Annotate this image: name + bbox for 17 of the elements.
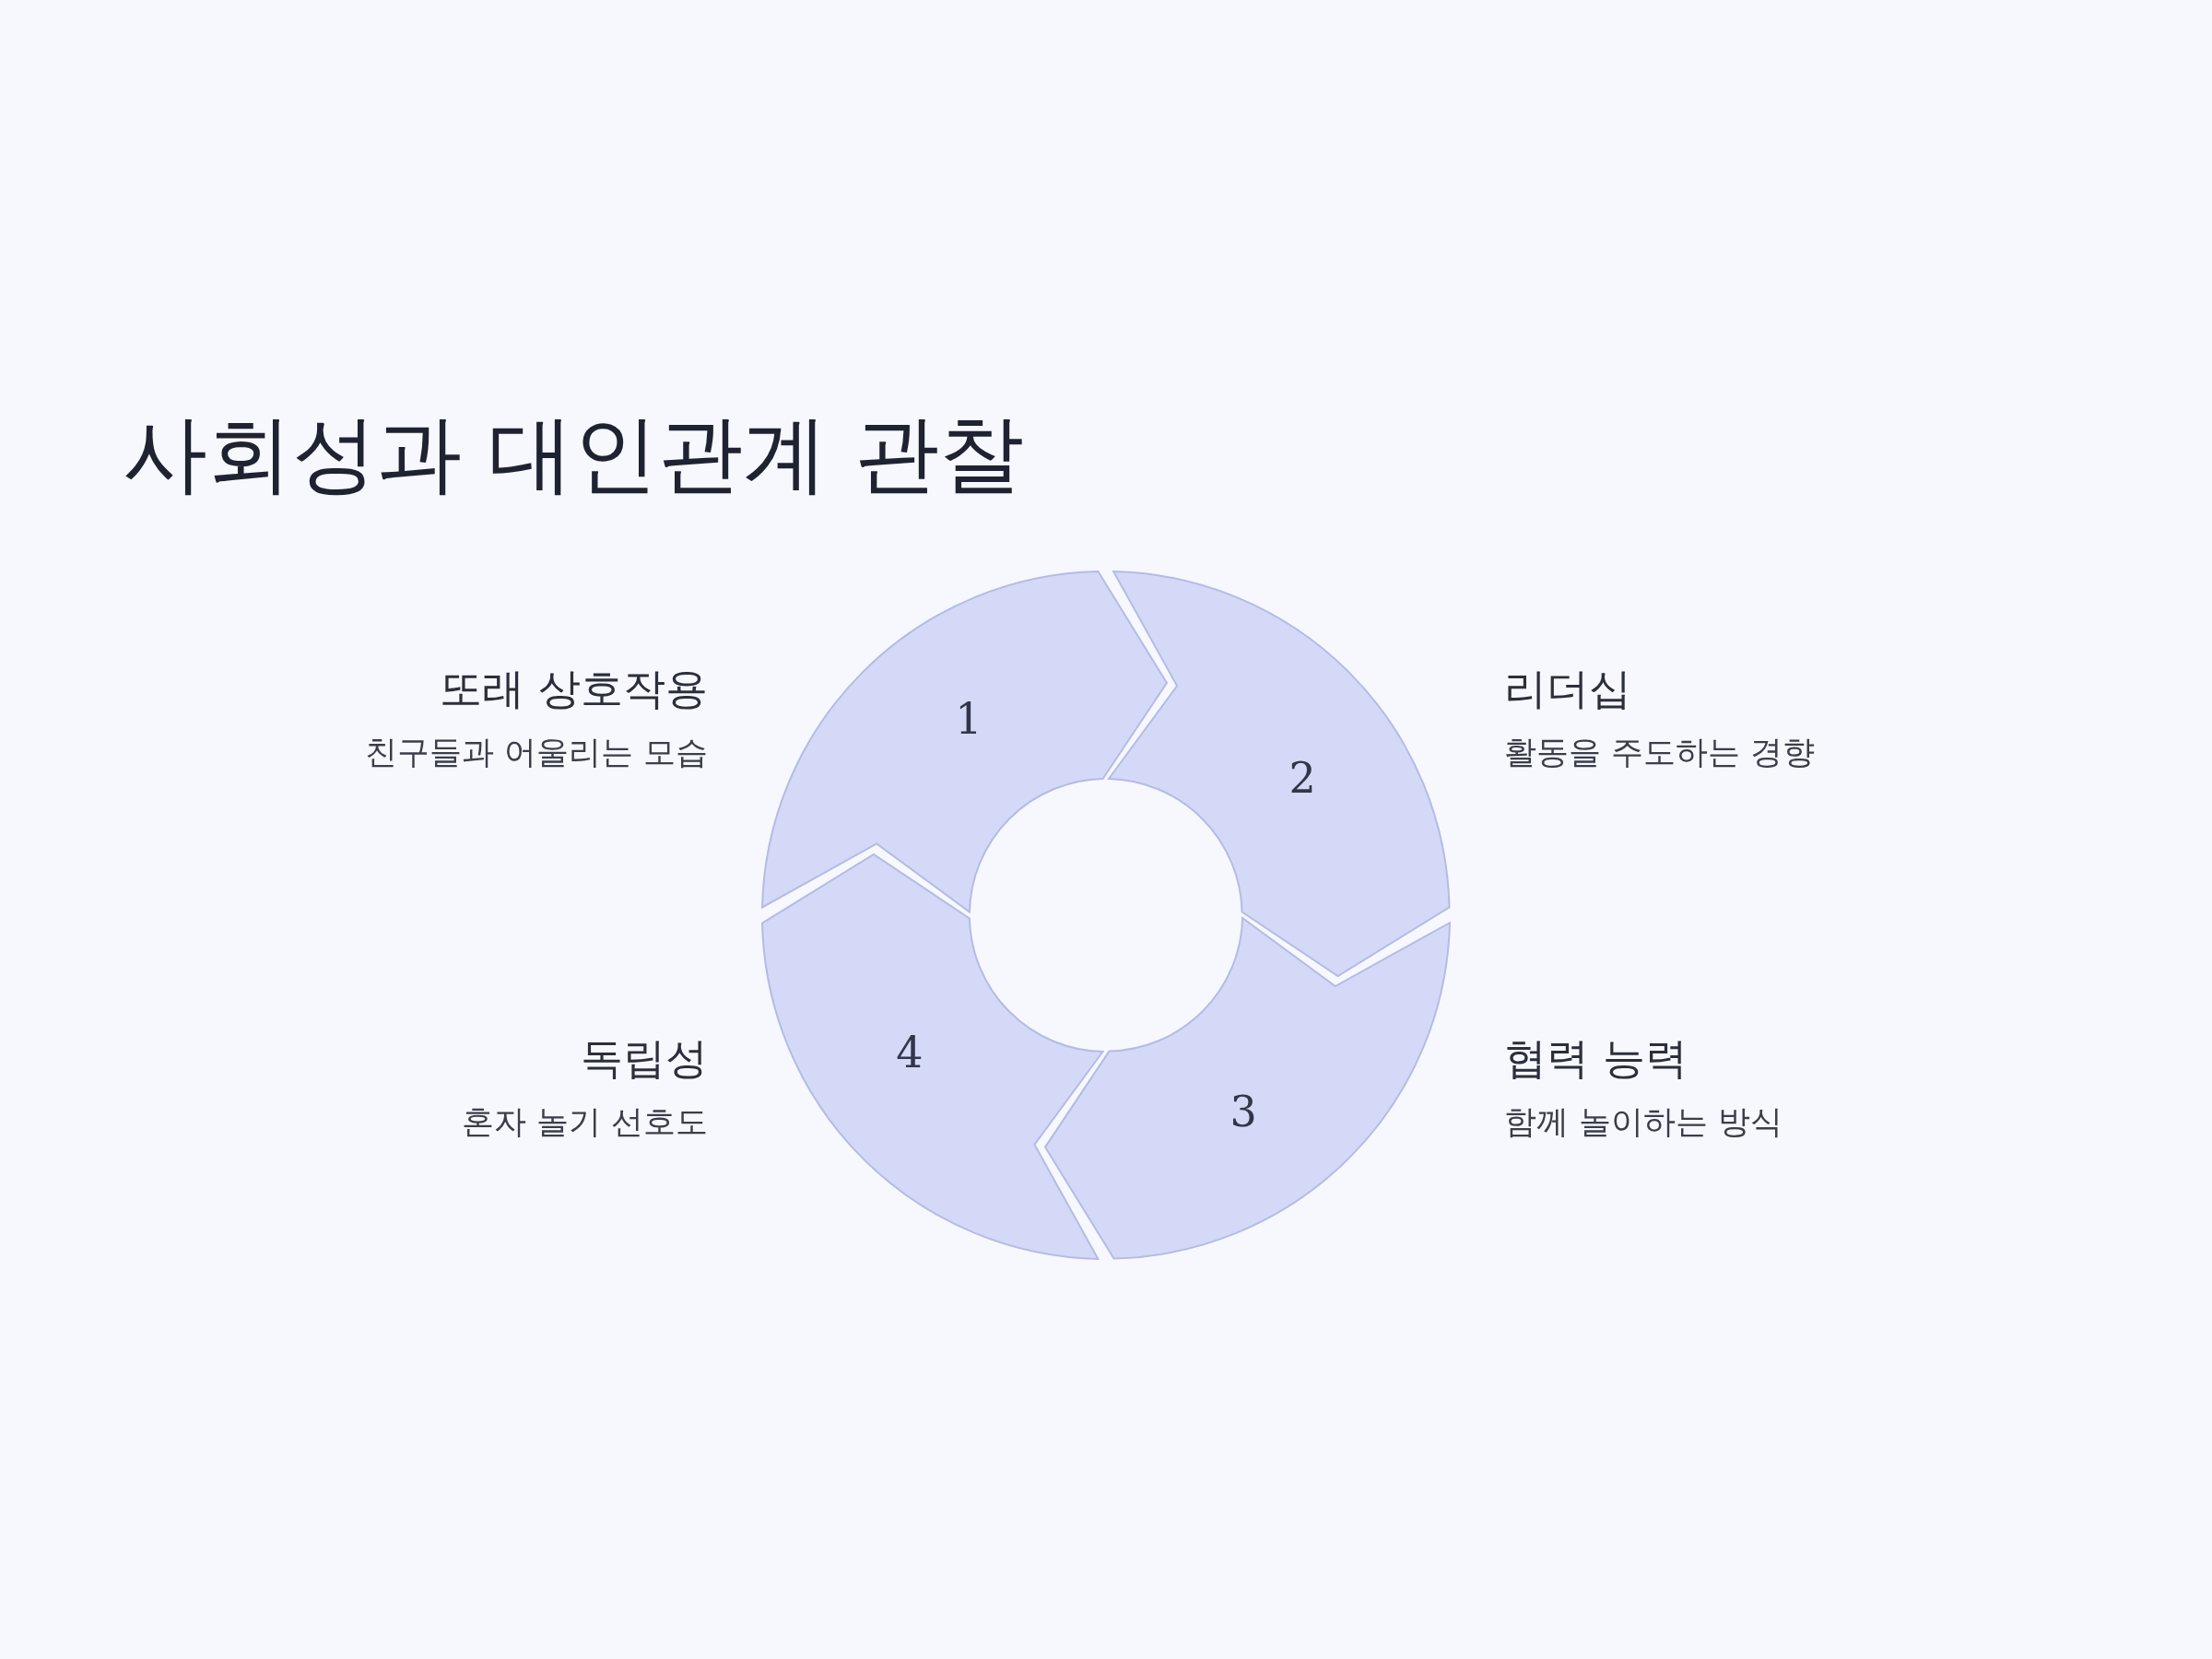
heading: 독립성 — [581, 1033, 708, 1085]
heading: 리더십 — [1504, 664, 1631, 715]
heading: 또래 상호작용 — [440, 664, 708, 715]
step-number: 2 — [1288, 756, 1316, 799]
ring-segment — [760, 570, 1170, 914]
ring-segment — [1042, 916, 1452, 1261]
step-number: 3 — [1230, 1090, 1257, 1134]
description: 혼자 놀기 선호도 — [461, 1102, 708, 1141]
ring-segment — [760, 852, 1105, 1261]
step-number: 4 — [896, 1031, 924, 1075]
description: 함께 놀이하는 방식 — [1504, 1102, 1783, 1141]
heading: 협력 능력 — [1504, 1033, 1688, 1085]
step-number: 1 — [955, 697, 982, 740]
description: 활동을 주도하는 경향 — [1504, 733, 1816, 771]
description: 친구들과 어울리는 모습 — [364, 733, 708, 771]
ring-segment — [1107, 570, 1452, 979]
title: 사회성과 대인관계 관찰 — [123, 404, 1025, 505]
